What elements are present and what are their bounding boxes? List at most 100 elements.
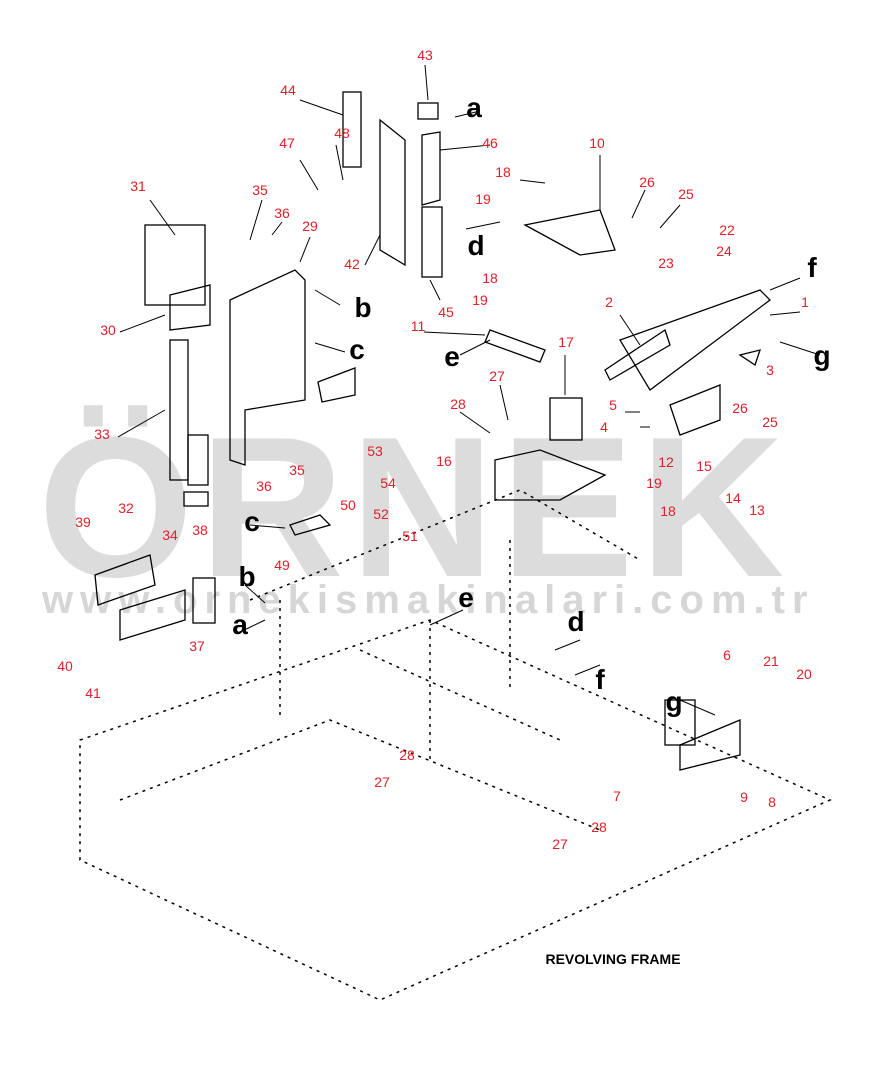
part-number-label: 13 — [749, 502, 765, 518]
part-number-label: 25 — [762, 414, 778, 430]
part-number-label: 11 — [410, 318, 426, 334]
part-38 — [192, 577, 216, 624]
part-number-label: 9 — [740, 789, 748, 805]
part-33 — [169, 339, 189, 481]
part-number-label: 24 — [716, 243, 732, 259]
part-number-label: 7 — [613, 788, 621, 804]
part-number-label: 26 — [639, 174, 655, 190]
view-reference-letter: b — [238, 561, 256, 592]
part-number-label: 51 — [402, 528, 418, 544]
part-number-label: 4 — [600, 419, 608, 435]
part-number-label: 18 — [660, 503, 676, 519]
part-number-label: 44 — [280, 82, 296, 98]
part-11 — [484, 329, 546, 363]
part-43 — [417, 102, 439, 120]
part-2 — [604, 328, 671, 381]
part-number-label: 46 — [482, 135, 498, 151]
part-number-label: 19 — [475, 191, 491, 207]
view-reference-letter: g — [665, 686, 683, 717]
view-reference-letter: c — [244, 506, 260, 537]
part-30 — [169, 284, 211, 331]
view-reference-letter: a — [232, 609, 248, 640]
view-reference-letter: e — [444, 341, 460, 372]
part-number-label: 28 — [591, 819, 607, 835]
part-number-label: 10 — [589, 135, 605, 151]
part-number-label: 32 — [118, 500, 134, 516]
part-number-label: 23 — [658, 255, 674, 271]
part-number-label: 41 — [85, 685, 101, 701]
revolving-frame — [79, 489, 832, 1001]
part-number-label: 54 — [380, 475, 396, 491]
part-37 — [119, 589, 186, 641]
watermark-url: www.ornekismakinalari.com.tr — [42, 578, 815, 622]
part-1 — [619, 289, 771, 391]
part-number-label: 21 — [763, 653, 779, 669]
part-number-label: 38 — [192, 522, 208, 538]
part-number-label: 30 — [100, 322, 116, 338]
part-number-label: 2 — [605, 294, 613, 310]
part-number-label: 5 — [609, 397, 617, 413]
part-number-label: 19 — [646, 475, 662, 491]
part-number-label: 35 — [289, 462, 305, 478]
view-reference-letter: e — [458, 582, 474, 613]
part-number-label: 39 — [75, 514, 91, 530]
part-number-label: 52 — [373, 506, 389, 522]
watermark-brand: ÖRNEK — [38, 396, 791, 619]
part-49 — [289, 514, 332, 536]
part-31 — [144, 224, 206, 306]
view-reference-letter: d — [567, 606, 585, 637]
part-number-label: 20 — [796, 666, 812, 682]
part-number-label: 6 — [723, 647, 731, 663]
leader-lines — [117, 64, 821, 716]
part-number-label: 36 — [274, 205, 290, 221]
plate-c — [317, 367, 356, 403]
part-number-label: 29 — [302, 218, 318, 234]
part-number-label: 40 — [57, 658, 73, 674]
part-45 — [421, 206, 443, 278]
part-number-label: 48 — [334, 125, 350, 141]
part-16 — [494, 449, 607, 501]
part-39 — [94, 554, 156, 606]
part-3 — [738, 349, 761, 367]
part-32 — [187, 434, 209, 486]
part-number-label: 28 — [399, 747, 415, 763]
part-number-label: 14 — [725, 490, 741, 506]
panel-parts — [94, 91, 771, 771]
part-number-label: 25 — [678, 186, 694, 202]
part-number-label: 31 — [130, 178, 146, 194]
part-42 — [379, 118, 406, 267]
part-number-label: 33 — [94, 426, 110, 442]
part-number-label: 35 — [252, 182, 268, 198]
part-number-label: 18 — [495, 164, 511, 180]
part-number-label: 43 — [417, 47, 433, 63]
part-29 — [229, 269, 306, 466]
part-number-label: 27 — [374, 774, 390, 790]
part-44 — [342, 91, 362, 168]
part-number-label: 27 — [489, 368, 505, 384]
part-number-label: 26 — [732, 400, 748, 416]
part-number-label: 17 — [558, 334, 574, 350]
view-reference-letter: g — [813, 340, 831, 371]
part-number-label: 1 — [801, 294, 809, 310]
part-17 — [549, 397, 583, 441]
part-number-label: 42 — [344, 256, 360, 272]
view-reference-letter: c — [349, 334, 365, 365]
part-6 — [679, 719, 741, 771]
part-number-label: 36 — [256, 478, 272, 494]
part-number-label: 28 — [450, 396, 466, 412]
part-number-label: 16 — [436, 453, 452, 469]
part-number-label: 53 — [367, 443, 383, 459]
view-reference-letter: f — [807, 252, 817, 283]
part-number-label: 12 — [658, 454, 674, 470]
part-number-label: 49 — [274, 557, 290, 573]
diagram-caption: REVOLVING FRAME — [545, 951, 681, 967]
part-number-label: 50 — [340, 497, 356, 513]
part-number-label: 47 — [279, 135, 295, 151]
part-number-label: 15 — [696, 458, 712, 474]
part-10 — [523, 209, 616, 256]
part-number-label: 27 — [552, 836, 568, 852]
part-number-label: 18 — [482, 270, 498, 286]
part-number-label: 19 — [472, 292, 488, 308]
